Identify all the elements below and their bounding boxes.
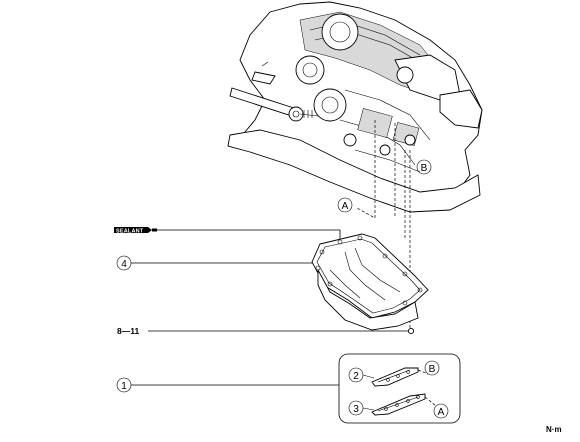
svg-text:B: B (429, 364, 436, 375)
sealant-tube-icon: SEALANT (114, 227, 341, 240)
engine-assembly-illustration (227, 1, 483, 213)
svg-text:1: 1 (121, 381, 127, 392)
oil-pan-part (311, 233, 429, 331)
torque-spec-line: 8—11 (117, 326, 415, 336)
svg-text:4: 4 (121, 259, 127, 270)
callout-item-4: 4 (116, 255, 312, 271)
svg-text:A: A (438, 407, 445, 418)
svg-text:2: 2 (353, 371, 359, 382)
svg-text:3: 3 (353, 404, 359, 415)
marker-b-top: B (416, 159, 432, 175)
marker-a-top: A (337, 197, 353, 213)
gasket-detail-box: 2 3 B A (338, 353, 461, 424)
svg-text:A: A (342, 201, 349, 212)
svg-text:8—11: 8—11 (117, 326, 139, 336)
torque-unit-label: N·m (546, 425, 562, 434)
callout-item-1: 1 (116, 377, 339, 393)
svg-text:SEALANT: SEALANT (116, 228, 144, 234)
svg-text:B: B (421, 163, 428, 174)
